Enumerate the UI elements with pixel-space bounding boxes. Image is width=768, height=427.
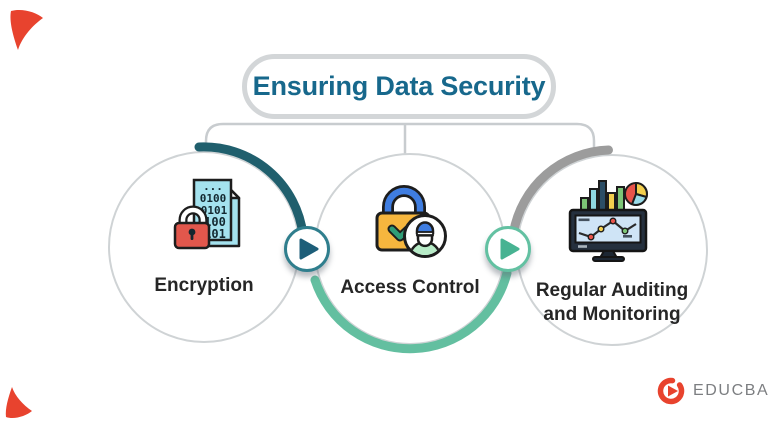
corner-ribbon-bottom-left [5,387,32,419]
educba-play-logo [657,377,685,405]
node-label-encryption: Encryption [114,274,294,298]
play-arrow-icon [299,238,319,260]
monitor-analytics-icon [568,180,648,262]
binary-line: 0100 [200,192,227,205]
binary-dots: ... [203,180,223,193]
encrypted-document-lock-icon: ... 0100 0101 100 101 [173,178,241,250]
title-pill: Ensuring Data Security [242,54,556,119]
arc-gray-auditing [509,145,613,237]
play-arrow-icon [500,238,520,260]
lock-shackle-inner [180,207,206,223]
corner-ribbon-top-left [10,9,44,50]
brand-lockup: EDUCBA [656,376,768,406]
bracket-connector [204,122,596,153]
pie-chart [624,181,648,206]
padlock-user-icon [375,185,447,258]
brand-name: EDUCBA [693,382,768,399]
shackle-blue [384,187,424,220]
node-label-auditing: Regular Auditing and Monitoring [517,279,707,327]
arc-teal-encryption [194,142,308,240]
next-arrow-button-2 [485,226,531,272]
next-arrow-button-1 [284,226,330,272]
node-label-text: Encryption [154,275,254,296]
binary-line: 0101 [201,204,228,217]
node-label-access-control: Access Control [320,276,500,300]
arc-green-access [310,268,512,354]
user-face [416,234,434,248]
node-label-text: Access Control [340,277,480,298]
monitor-base [592,256,625,262]
node-label-line-1: Regular Auditing [535,280,689,301]
page-title: Ensuring Data Security [252,71,546,101]
node-label-line-2: and Monitoring [543,304,681,325]
